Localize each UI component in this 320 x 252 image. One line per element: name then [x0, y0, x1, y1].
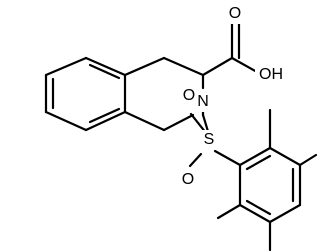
- sulfonyl-oxygen-bottom-label: O: [182, 171, 194, 188]
- carboxylic-acid-group: [201, 20, 259, 77]
- sulfonyl-oxygen-top-label: O: [183, 87, 195, 104]
- aryl-ring: [216, 108, 318, 252]
- atom-labels: O OH N O S O: [180, 4, 285, 190]
- hydroxyl-label: OH: [259, 66, 283, 83]
- nitrogen-label: N: [197, 93, 209, 110]
- fused-benzene-ring: [44, 56, 127, 132]
- tetrahydro-ring: [123, 56, 205, 132]
- carboxyl-oxygen-label: O: [229, 5, 241, 22]
- sulfur-label: S: [204, 131, 215, 148]
